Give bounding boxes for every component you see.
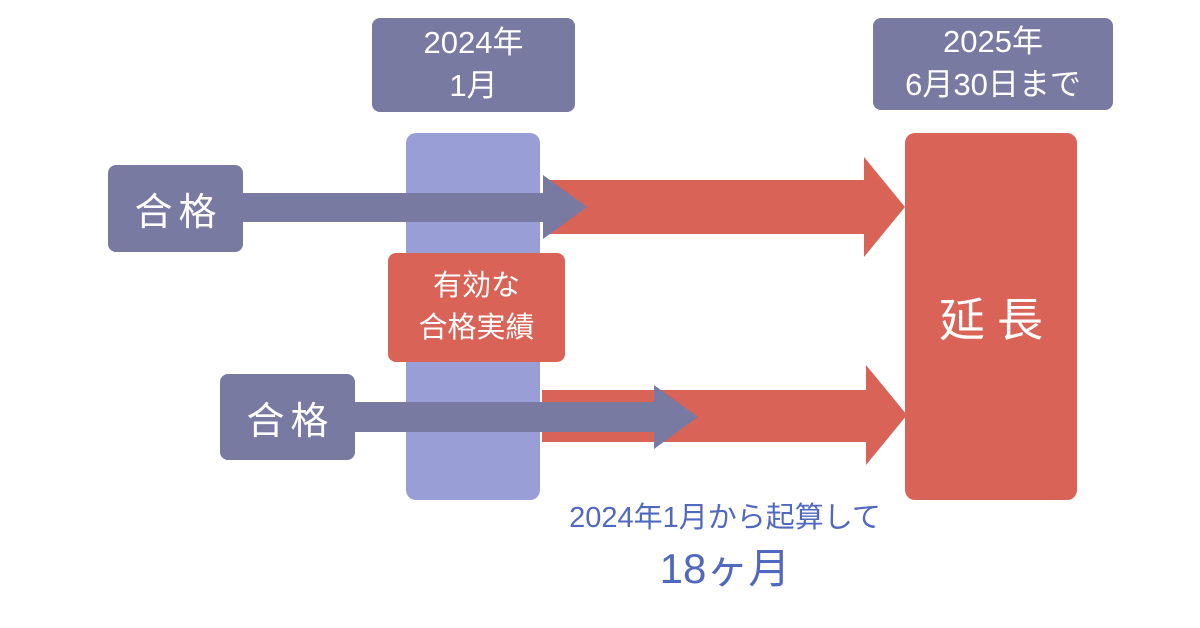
footnote: 2024年1月から起算して 18ヶ月 bbox=[405, 501, 1045, 594]
pass-arrow-top-head-icon bbox=[543, 175, 587, 239]
timeline-start-label: 2024年 1月 bbox=[372, 18, 575, 112]
pass-arrow-bottom-shaft bbox=[355, 402, 655, 432]
pass-arrow-top bbox=[243, 175, 587, 239]
pass-box-bottom: 合格 bbox=[220, 374, 355, 460]
footnote-line1: 2024年1月から起算して bbox=[569, 502, 881, 534]
timeline-end-line2: 6月30日まで bbox=[905, 67, 1081, 102]
valid-record-line1: 有効な bbox=[432, 270, 520, 303]
extension-arrow-top-head-icon bbox=[864, 157, 905, 257]
pass-box-top: 合格 bbox=[108, 165, 243, 252]
extension-arrow-bottom-head-icon bbox=[866, 365, 907, 465]
extension-box: 延長 bbox=[905, 133, 1077, 500]
valid-record-line2: 合格実績 bbox=[418, 311, 535, 344]
extension-arrow-top bbox=[543, 157, 905, 257]
pass-arrow-top-shaft bbox=[243, 193, 544, 222]
timeline-end-label: 2025年 6月30日まで bbox=[873, 18, 1113, 110]
valid-record-box: 有効な 合格実績 bbox=[388, 253, 565, 362]
pass-arrow-bottom bbox=[355, 385, 698, 449]
extension-box-label: 延長 bbox=[939, 293, 1055, 346]
pass-box-top-label: 合格 bbox=[134, 192, 223, 234]
footnote-line2: 18ヶ月 bbox=[659, 544, 791, 592]
timeline-end-line1: 2025年 bbox=[943, 24, 1043, 60]
extension-arrow-top-shaft bbox=[543, 180, 865, 234]
timeline-start-line2: 1月 bbox=[449, 68, 498, 103]
pass-box-bottom-label: 合格 bbox=[246, 400, 335, 443]
pass-arrow-bottom-head-icon bbox=[654, 385, 698, 449]
timeline-start-line1: 2024年 bbox=[423, 25, 524, 61]
